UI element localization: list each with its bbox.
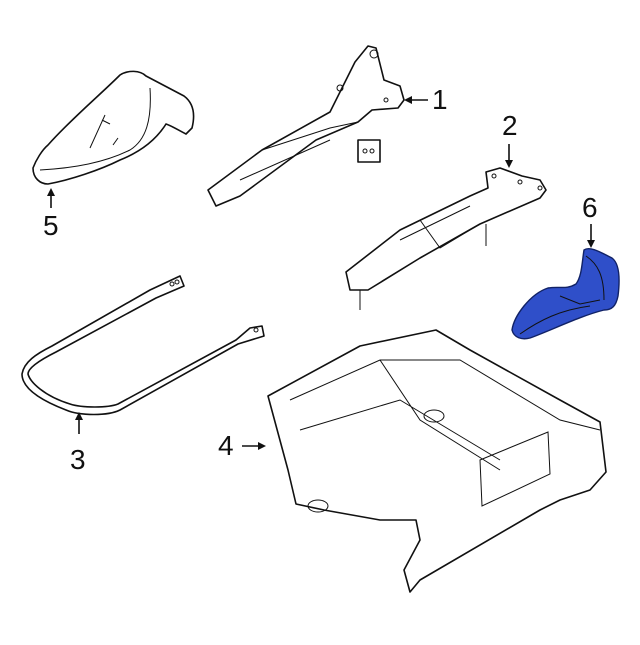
- callout-arrow-1: [404, 96, 428, 104]
- callout-label-6: 6: [582, 192, 598, 223]
- callout-label-2: 2: [502, 110, 518, 141]
- callout-label-4: 4: [218, 430, 234, 461]
- part-6-shape[interactable]: [511, 248, 620, 340]
- part-1-shape[interactable]: [207, 45, 405, 207]
- callout-arrow-2: [505, 144, 513, 168]
- part-3-shape[interactable]: [21, 275, 265, 416]
- callout-arrow-6: [587, 224, 595, 248]
- callout-label-5: 5: [43, 210, 59, 241]
- callout-label-3: 3: [70, 444, 86, 475]
- callout-label-1: 1: [432, 84, 448, 115]
- part-5-shape[interactable]: [32, 70, 195, 185]
- part-2-shape[interactable]: [345, 167, 547, 310]
- part-4-shape[interactable]: [267, 329, 607, 593]
- callout-arrow-3: [75, 412, 83, 434]
- callout-arrow-5: [47, 188, 55, 208]
- callout-arrow-4: [242, 442, 266, 450]
